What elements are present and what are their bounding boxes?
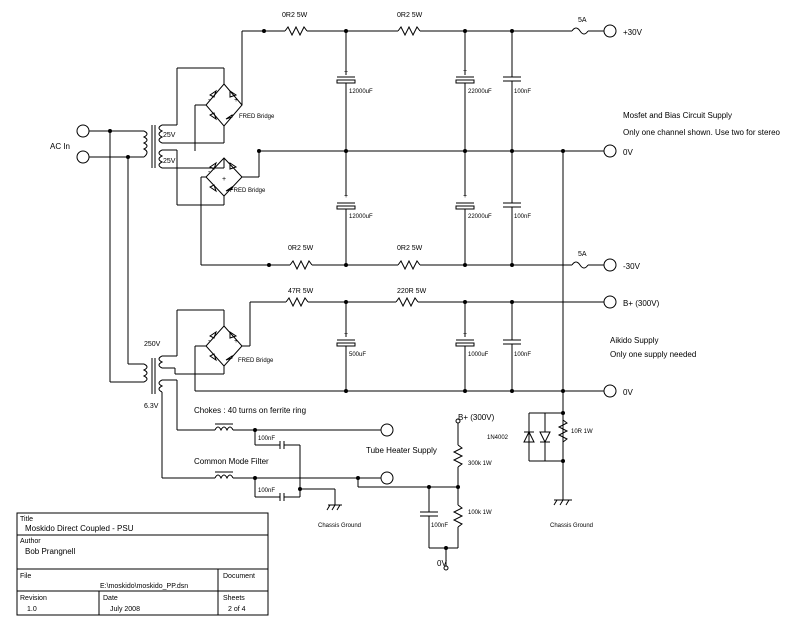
file-caption: File [20, 573, 31, 580]
svg-text:+: + [234, 338, 238, 345]
bridge-3-label: FRED Bridge [238, 358, 274, 364]
bridge-1-label: FRED Bridge [239, 114, 275, 120]
svg-text:+: + [463, 331, 467, 338]
r2-bot-label: 0R2 5W [397, 245, 423, 252]
zero-v-terminal [603, 144, 617, 158]
aikido-note: Aikido Supply [610, 336, 658, 345]
heater-filter: Chokes : 40 turns on ferrite ring Common… [162, 406, 437, 529]
transformer-2: 250V 6.3V [142, 309, 225, 478]
sheets-caption: Sheets [223, 595, 245, 602]
bridge-2-label: FRED Bridge [230, 188, 266, 194]
chassis-link: 1N4002 10R 1W Chassis Ground [487, 411, 593, 529]
filter-cap-1-label: 100nF [258, 436, 275, 442]
sheets-value: 2 of 4 [228, 606, 246, 613]
c2-bot-label: 22000uF [468, 214, 492, 220]
channel-note: Only one channel shown. Use two for ster… [623, 128, 781, 137]
ac-input: AC In [50, 124, 144, 383]
bridge-rectifier-2: - + FRED Bridge [176, 150, 266, 265]
hv-zero-terminal [603, 384, 617, 398]
transformer-1: 25V 25V [142, 124, 177, 169]
hv-sec-label: 250V [144, 341, 161, 348]
c2-hv-label: 1000uF [468, 352, 489, 358]
fuse-top-label: 5A [578, 17, 587, 24]
heater-label: Tube Heater Supply [366, 446, 437, 455]
svg-text:+: + [222, 176, 226, 183]
bridge-rectifier-1: - + FRED Bridge [176, 31, 275, 151]
svg-text:-: - [208, 338, 211, 345]
filter-cap-2-label: 100nF [258, 488, 275, 494]
divider-cap-label: 100nF [431, 523, 448, 529]
title-value: Moskido Direct Coupled - PSU [25, 524, 134, 533]
svg-text:+: + [344, 331, 348, 338]
date-caption: Date [103, 595, 118, 602]
r-bottom-label: 100k 1W [468, 510, 492, 516]
c2-top-label: 22000uF [468, 89, 492, 95]
revision-caption: Revision [20, 595, 47, 602]
r-top-label: 300k 1W [468, 461, 492, 467]
fuse-bot-label: 5A [578, 251, 587, 258]
c1-bot-label: 12000uF [349, 214, 373, 220]
svg-text:+: + [234, 97, 238, 104]
hv-zero-label: 0V [623, 388, 633, 397]
r1-top-label: 0R2 5W [282, 12, 308, 19]
sec-2-label: 25V [163, 158, 176, 165]
r-chassis-label: 10R 1W [571, 429, 593, 435]
chassis-ground-label-1: Chassis Ground [318, 523, 361, 529]
hv-rail: 47R 5W 220R 5W B+ (300V) Aikido Supply O… [195, 288, 696, 398]
mosfet-note: Mosfet and Bias Circuit Supply [623, 111, 732, 120]
bplus-terminal [603, 295, 617, 309]
c1-top-label: 12000uF [349, 89, 373, 95]
document-caption: Document [223, 573, 255, 580]
cm-filter-label: Common Mode Filter [194, 457, 269, 466]
plus30-label: +30V [623, 28, 643, 37]
chassis-ground-label-2: Chassis Ground [550, 523, 593, 529]
r2-top-label: 0R2 5W [397, 12, 423, 19]
sec-1-label: 25V [163, 132, 176, 139]
heater-terminal-2 [380, 471, 394, 485]
heater-sec-label: 6.3V [144, 403, 159, 410]
positive-rail: 0R2 5W 0R2 5W 5A +30V + 12000uF + 22000u… [242, 12, 643, 151]
r2-hv-label: 220R 5W [397, 288, 427, 295]
diode-label: 1N4002 [487, 435, 509, 441]
heater-bias-divider: B+ (300V) 300k 1W 100k 1W 100nF 0V [357, 413, 495, 571]
c1-hv-label: 500uF [349, 352, 366, 358]
minus30-label: -30V [623, 262, 641, 271]
svg-text:+: + [344, 193, 348, 200]
date-value: July 2008 [110, 606, 140, 613]
r1-bot-label: 0R2 5W [288, 245, 314, 252]
c3-top-label: 100nF [514, 89, 531, 95]
c3-hv-label: 100nF [514, 352, 531, 358]
heater-terminal-1 [380, 423, 394, 437]
aikido-sub: Only one supply needed [610, 350, 696, 359]
chokes-note: Chokes : 40 turns on ferrite ring [194, 406, 306, 415]
divider-zero-label: 0V [437, 559, 447, 568]
bplus-label: B+ (300V) [623, 299, 660, 308]
minus30-terminal [603, 258, 617, 272]
plus30-terminal [603, 24, 617, 38]
revision-value: 1.0 [27, 606, 37, 613]
svg-text:-: - [208, 97, 211, 104]
svg-text:-: - [208, 169, 211, 176]
title-caption: Title [20, 516, 33, 523]
c3-bot-label: 100nF [514, 214, 531, 220]
divider-bplus-label: B+ (300V) [458, 413, 495, 422]
negative-rail: + 12000uF + 22000uF 100nF 0R2 5W 0R2 5W … [201, 151, 641, 272]
ac-in-label: AC In [50, 142, 70, 151]
file-value: E:\moskido\moskido_PP.dsn [100, 583, 188, 590]
r1-hv-label: 47R 5W [288, 288, 314, 295]
bridge-rectifier-3: - + FRED Bridge [194, 302, 274, 391]
svg-text:+: + [344, 69, 348, 76]
author-value: Bob Prangnell [25, 547, 75, 556]
author-caption: Author [20, 538, 41, 545]
svg-text:+: + [463, 193, 467, 200]
svg-text:+: + [463, 68, 467, 75]
zero-v-label: 0V [623, 148, 633, 157]
